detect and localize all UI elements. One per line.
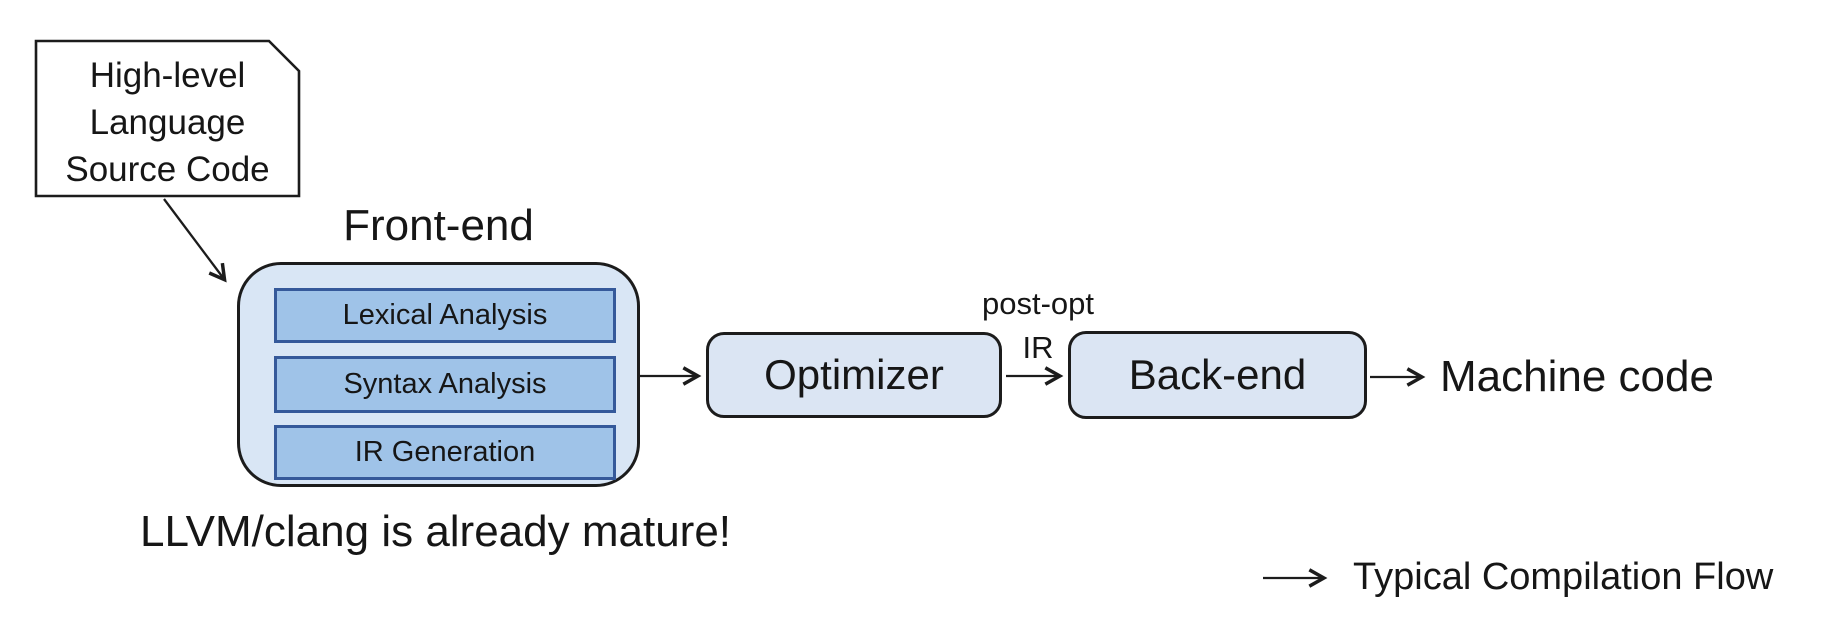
source-code-node: High-level Language Source Code: [36, 47, 299, 197]
legend-label: Typical Compilation Flow: [1353, 556, 1774, 598]
edge-label-post-opt-ir: post-opt IR: [958, 282, 1118, 370]
backend-node: Back-end: [1068, 331, 1367, 419]
frontend-title: Front-end: [343, 201, 534, 250]
stage-lexical-analysis: Lexical Analysis: [274, 288, 616, 343]
arrow-source-to-frontend: [163, 198, 227, 283]
stage-syntax-analysis: Syntax Analysis: [274, 356, 616, 413]
source-code-line: High-level: [89, 55, 246, 95]
stage-ir-generation: IR Generation: [274, 425, 616, 480]
edge-label-line: IR: [1022, 330, 1054, 365]
optimizer-node: Optimizer: [706, 332, 1002, 418]
machine-code-label: Machine code: [1440, 352, 1714, 401]
source-code-line: Language: [89, 102, 246, 142]
edge-label-line: post-opt: [981, 286, 1094, 321]
caption-llvm-clang: LLVM/clang is already mature!: [140, 507, 732, 556]
source-code-line: Source Code: [65, 149, 270, 189]
frontend-node: Lexical Analysis Syntax Analysis IR Gene…: [237, 262, 640, 487]
